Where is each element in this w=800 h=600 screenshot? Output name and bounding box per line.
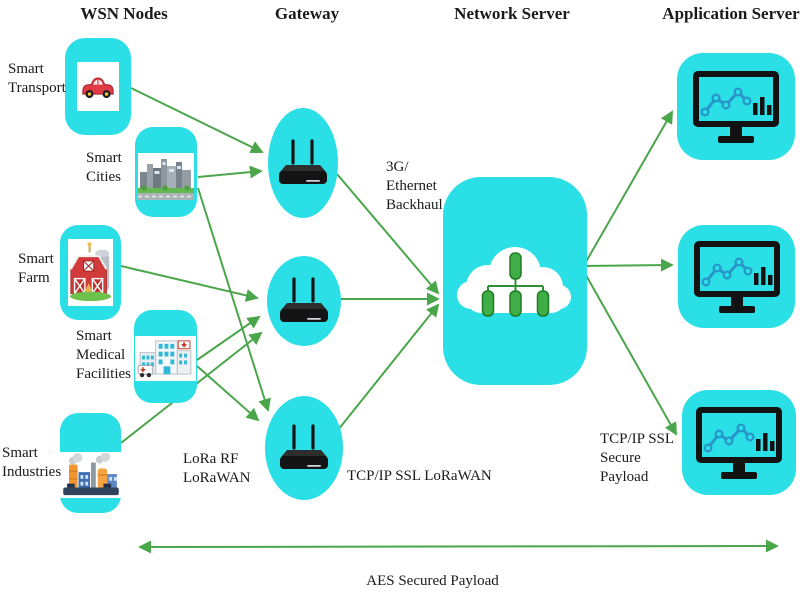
node-label-smart-medical: Smart Medical Facilities bbox=[76, 328, 131, 383]
car-icon bbox=[77, 62, 119, 111]
label-backhaul: 3G/ Ethernet Backhaul bbox=[386, 159, 443, 214]
label-lora: LoRa RF LoRaWAN bbox=[183, 451, 251, 487]
monitor-analytics-icon bbox=[695, 406, 783, 480]
node-box-smart-industries bbox=[60, 413, 121, 513]
application-server-1 bbox=[677, 53, 795, 160]
barn-icon bbox=[68, 239, 113, 306]
node-box-smart-cities bbox=[135, 127, 197, 217]
router-icon bbox=[277, 276, 331, 326]
arrow-medical-gw3 bbox=[196, 365, 260, 422]
network-server-box bbox=[443, 177, 587, 385]
column-header-application-server: Application Server bbox=[662, 4, 800, 23]
arrow-cities-gw3 bbox=[197, 187, 271, 412]
router-icon bbox=[276, 138, 330, 188]
node-box-smart-medical bbox=[134, 310, 197, 403]
column-header-wsn-nodes: WSN Nodes bbox=[80, 4, 168, 23]
gateway-1 bbox=[268, 108, 338, 218]
application-server-2 bbox=[678, 225, 795, 328]
city-icon bbox=[138, 153, 194, 200]
arrow-gw3-ns bbox=[337, 303, 440, 431]
gateway-3 bbox=[265, 396, 343, 500]
node-label-smart-industries: Smart Industries bbox=[2, 445, 62, 481]
label-tcp-secure: TCP/IP SSL Secure Payload bbox=[600, 431, 674, 486]
monitor-analytics-icon bbox=[692, 70, 780, 144]
node-box-smart-farm bbox=[60, 225, 121, 320]
arrow-ns-app2 bbox=[582, 258, 674, 272]
label-tcp-lorawan: TCP/IP SSL LoRaWAN bbox=[347, 468, 492, 484]
factory-icon bbox=[60, 452, 121, 498]
node-label-smart-farm: Smart Farm bbox=[18, 251, 54, 287]
column-header-network-server: Network Server bbox=[454, 4, 570, 23]
gateway-2 bbox=[267, 256, 341, 346]
monitor-analytics-icon bbox=[693, 240, 781, 314]
arrow-farm-gw2 bbox=[120, 265, 259, 302]
column-header-gateway: Gateway bbox=[274, 4, 340, 23]
arrow-medical-gw2 bbox=[196, 315, 261, 361]
arrow-aes-span bbox=[138, 539, 779, 554]
label-aes: AES Secured Payload bbox=[366, 573, 499, 589]
node-label-smart-cities: Smart Cities bbox=[86, 150, 122, 186]
arrow-cities-gw1 bbox=[197, 165, 263, 179]
router-icon bbox=[277, 423, 331, 473]
arrow-ns-app1 bbox=[582, 110, 673, 268]
application-server-3 bbox=[682, 390, 796, 495]
arrow-ns-app3 bbox=[582, 269, 677, 436]
node-label-smart-transport: Smart Transport bbox=[8, 61, 66, 97]
cloud-network-icon bbox=[450, 237, 580, 325]
hospital-icon bbox=[135, 336, 196, 381]
node-box-smart-transport bbox=[65, 38, 131, 135]
